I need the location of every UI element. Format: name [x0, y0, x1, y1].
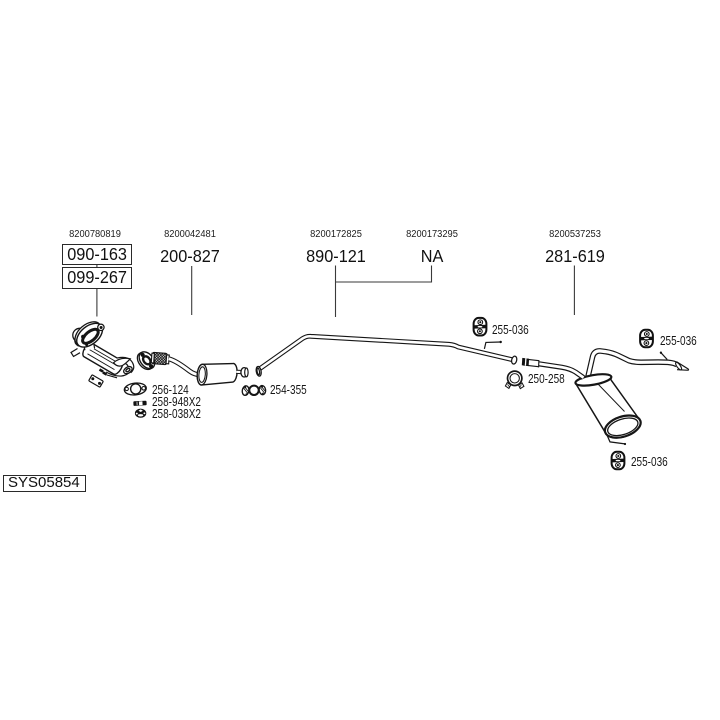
system-code: SYS05854: [7, 474, 80, 492]
code-090-163: 090-163: [66, 244, 127, 264]
code-box-090-163: 090-163: [61, 244, 131, 265]
part-ref-5: 8200537253: [548, 229, 601, 240]
clamp-front-icon: [241, 384, 267, 397]
code-200-827: 200-827: [159, 245, 220, 266]
code-099-267: 099-267: [66, 267, 127, 288]
rear-muffler-drawing: [521, 348, 690, 446]
leader-col3-col4: [334, 265, 433, 317]
part-ref-3: 8200172825: [309, 229, 362, 240]
callout-hanger-muffler: 255-036: [630, 455, 668, 470]
callout-hanger-mid: 255-036: [492, 322, 529, 337]
intermediate-pipe-drawing: [255, 333, 518, 377]
callout-clamp-rear: 250-258: [527, 372, 565, 387]
part-ref-2: 8200042481: [163, 229, 216, 240]
hanger-mid-icon: [472, 316, 488, 337]
callout-gasket: 256-124: [152, 382, 189, 397]
callout-nut-kit: 258-038X2: [152, 406, 202, 421]
callout-bolt-kit: 258-948X2: [152, 394, 202, 409]
code-281-619: 281-619: [544, 245, 605, 266]
nut-icon: [134, 408, 147, 418]
callout-hanger-tail: 255-036: [660, 334, 697, 349]
leader-lines: [96, 265, 575, 317]
code-890-121: 890-121: [305, 245, 366, 266]
system-code-box: SYS05854: [2, 474, 86, 492]
part-ref-4: 8200173295: [405, 229, 458, 240]
part-ref-1: 8200780819: [68, 229, 121, 240]
code-na: NA: [420, 245, 443, 266]
clamp-rear-icon: [504, 370, 525, 390]
code-box-099-267: 099-267: [61, 267, 131, 289]
bolt-kit-icon: [133, 400, 147, 406]
gasket-icon: [123, 382, 147, 396]
hanger-muffler-icon: [610, 450, 626, 471]
middle-pipe-drawing: [136, 351, 249, 386]
hanger-tail-icon: [639, 328, 654, 349]
front-pipe-drawing: [70, 321, 135, 388]
callout-clamp-front: 254-355: [269, 383, 307, 397]
